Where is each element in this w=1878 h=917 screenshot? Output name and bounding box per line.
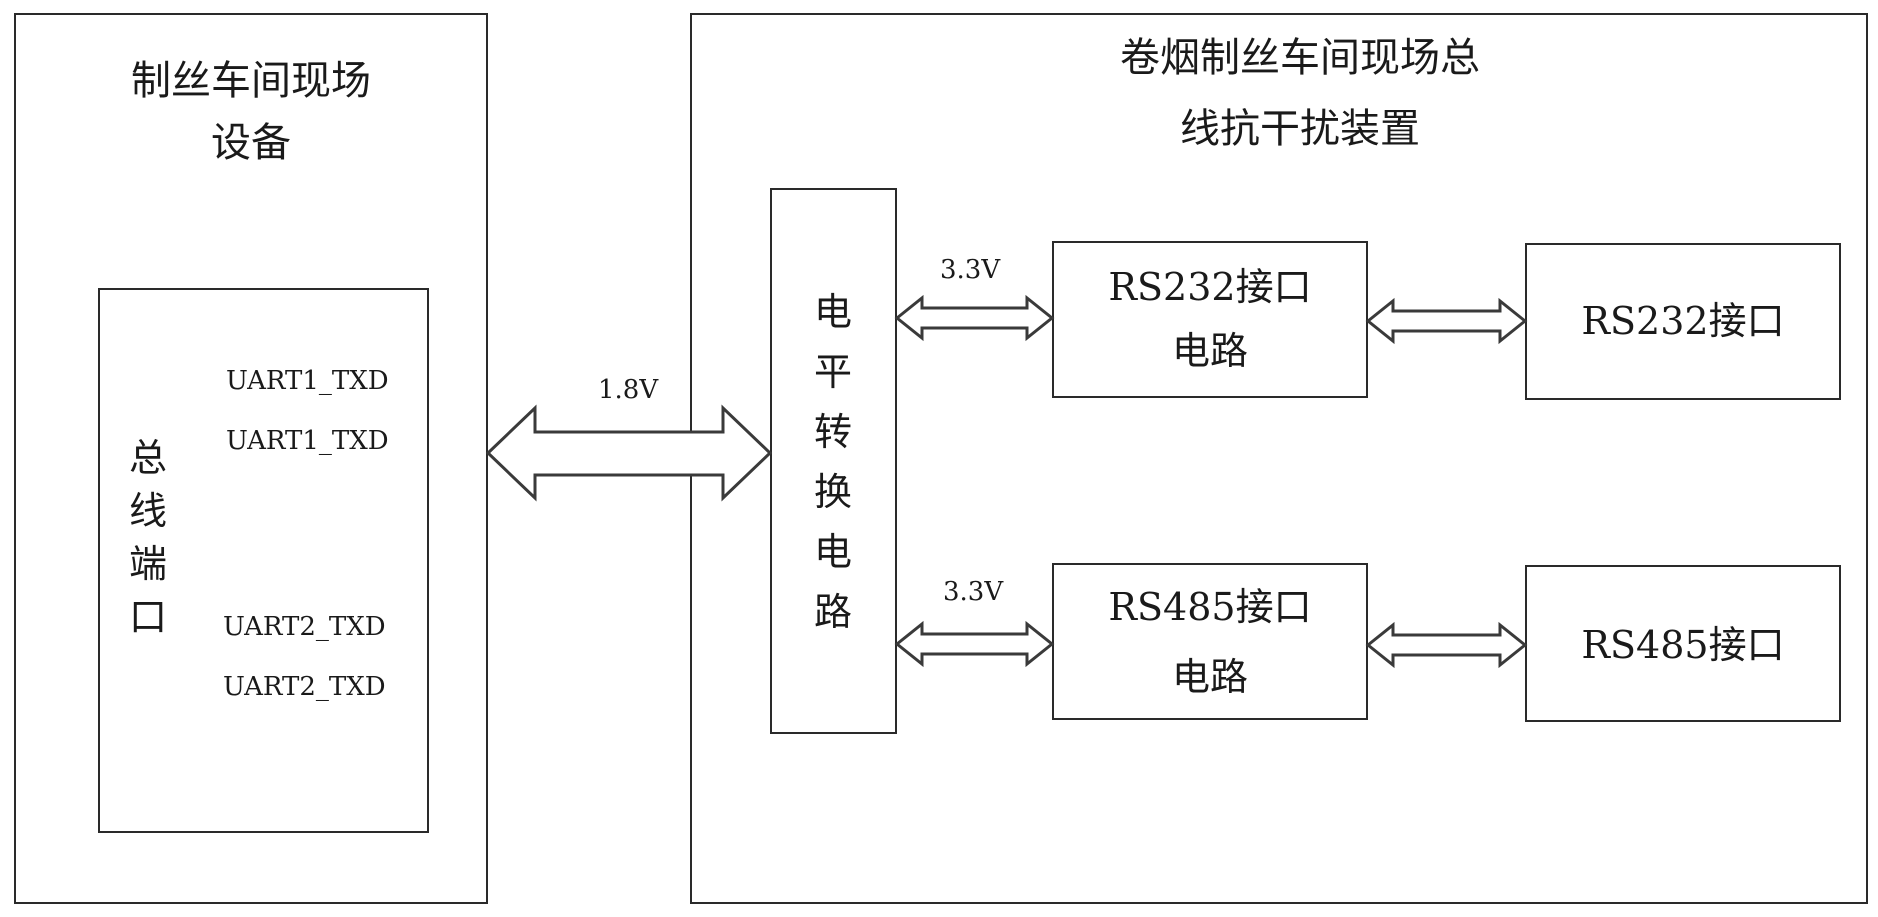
rs232-circuit-line2: 电路: [1171, 329, 1248, 373]
rs485-voltage-label: 3.3V: [943, 577, 1004, 607]
right-panel-title-line1: 卷烟制丝车间现场总: [1120, 35, 1480, 81]
signal-uart2-txd-b: UART2_TXD: [223, 672, 386, 702]
right-panel-title-line2: 线抗干扰装置: [1180, 106, 1420, 152]
level-shift-label: 电平转换电路: [813, 290, 852, 634]
signal-uart2-txd-a: UART2_TXD: [223, 612, 386, 642]
rs232-interface-box: [1525, 243, 1841, 400]
rs485-interface-label: RS485接口: [1581, 623, 1785, 667]
left-panel-title-line2: 设备: [211, 120, 291, 166]
rs232-interface-label: RS232接口: [1581, 299, 1785, 343]
rs232-level-arrow: [894, 294, 1055, 342]
rs485-circuit-line2: 电路: [1171, 655, 1248, 699]
rs485-interface-arrow: [1365, 621, 1528, 669]
bus-port-label: 总线端口: [128, 436, 167, 639]
left-panel-title-line1: 制丝车间现场: [131, 58, 371, 104]
level-shift-box: [770, 188, 897, 734]
signal-uart1-txd-b: UART1_TXD: [226, 426, 389, 456]
rs232-circuit-box: [1052, 241, 1368, 398]
rs485-circuit-line1: RS485接口: [1108, 585, 1312, 629]
rs232-voltage-label: 3.3V: [940, 255, 1001, 285]
rs232-interface-arrow: [1365, 297, 1528, 345]
rs232-circuit-line1: RS232接口: [1108, 265, 1312, 309]
bus-double-arrow: [485, 404, 773, 502]
bus-port-box: [98, 288, 429, 833]
signal-uart1-txd-a: UART1_TXD: [226, 366, 389, 396]
rs485-circuit-box: [1052, 563, 1368, 720]
rs485-interface-box: [1525, 565, 1841, 722]
bus-voltage-label: 1.8V: [598, 375, 659, 405]
rs485-level-arrow: [894, 620, 1055, 668]
